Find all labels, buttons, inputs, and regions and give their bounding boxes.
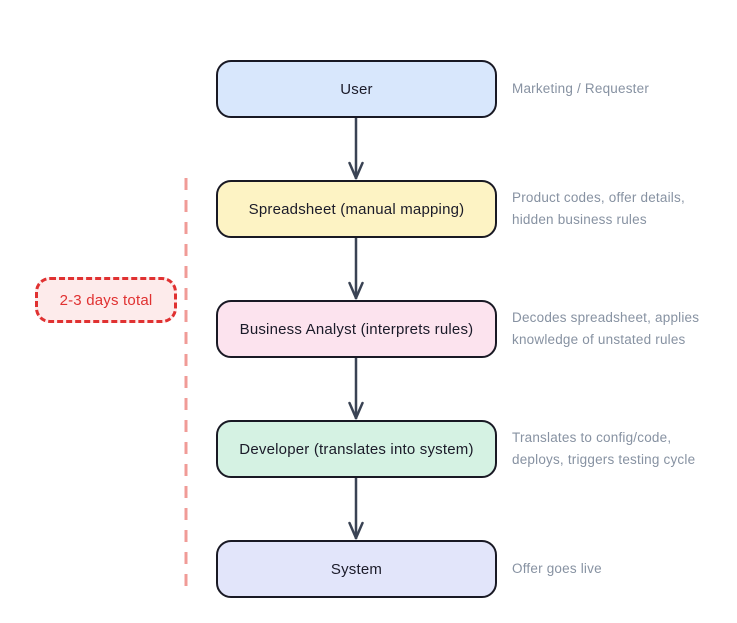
arrow-user-to-spreadsheet bbox=[348, 118, 364, 180]
arrow-spreadsheet-to-analyst bbox=[348, 238, 364, 300]
duration-badge-label: 2-3 days total bbox=[59, 291, 153, 309]
duration-badge: 2-3 days total bbox=[35, 277, 177, 323]
annotation-business-analyst: Decodes spreadsheet, applies knowledge o… bbox=[512, 310, 700, 347]
annotation-user: Marketing / Requester bbox=[512, 81, 650, 96]
node-business-analyst: Business Analyst (interprets rules) bbox=[216, 300, 497, 358]
node-developer: Developer (translates into system) bbox=[216, 420, 497, 478]
annotation-spreadsheet: Product codes, offer details, hidden bus… bbox=[512, 190, 685, 227]
annotation-developer: Translates to config/code, deploys, trig… bbox=[512, 430, 696, 467]
node-system-label: System bbox=[330, 560, 383, 578]
node-system: System bbox=[216, 540, 497, 598]
arrow-developer-to-system bbox=[348, 478, 364, 540]
node-spreadsheet: Spreadsheet (manual mapping) bbox=[216, 180, 497, 238]
node-business-analyst-label: Business Analyst (interprets rules) bbox=[239, 320, 474, 338]
arrow-analyst-to-developer bbox=[348, 358, 364, 420]
node-user-label: User bbox=[340, 80, 373, 98]
annotation-system: Offer goes live bbox=[512, 561, 602, 576]
timeline-dashed-line bbox=[184, 178, 188, 592]
node-developer-label: Developer (translates into system) bbox=[239, 440, 474, 458]
node-user: User bbox=[216, 60, 497, 118]
node-spreadsheet-label: Spreadsheet (manual mapping) bbox=[248, 200, 465, 218]
